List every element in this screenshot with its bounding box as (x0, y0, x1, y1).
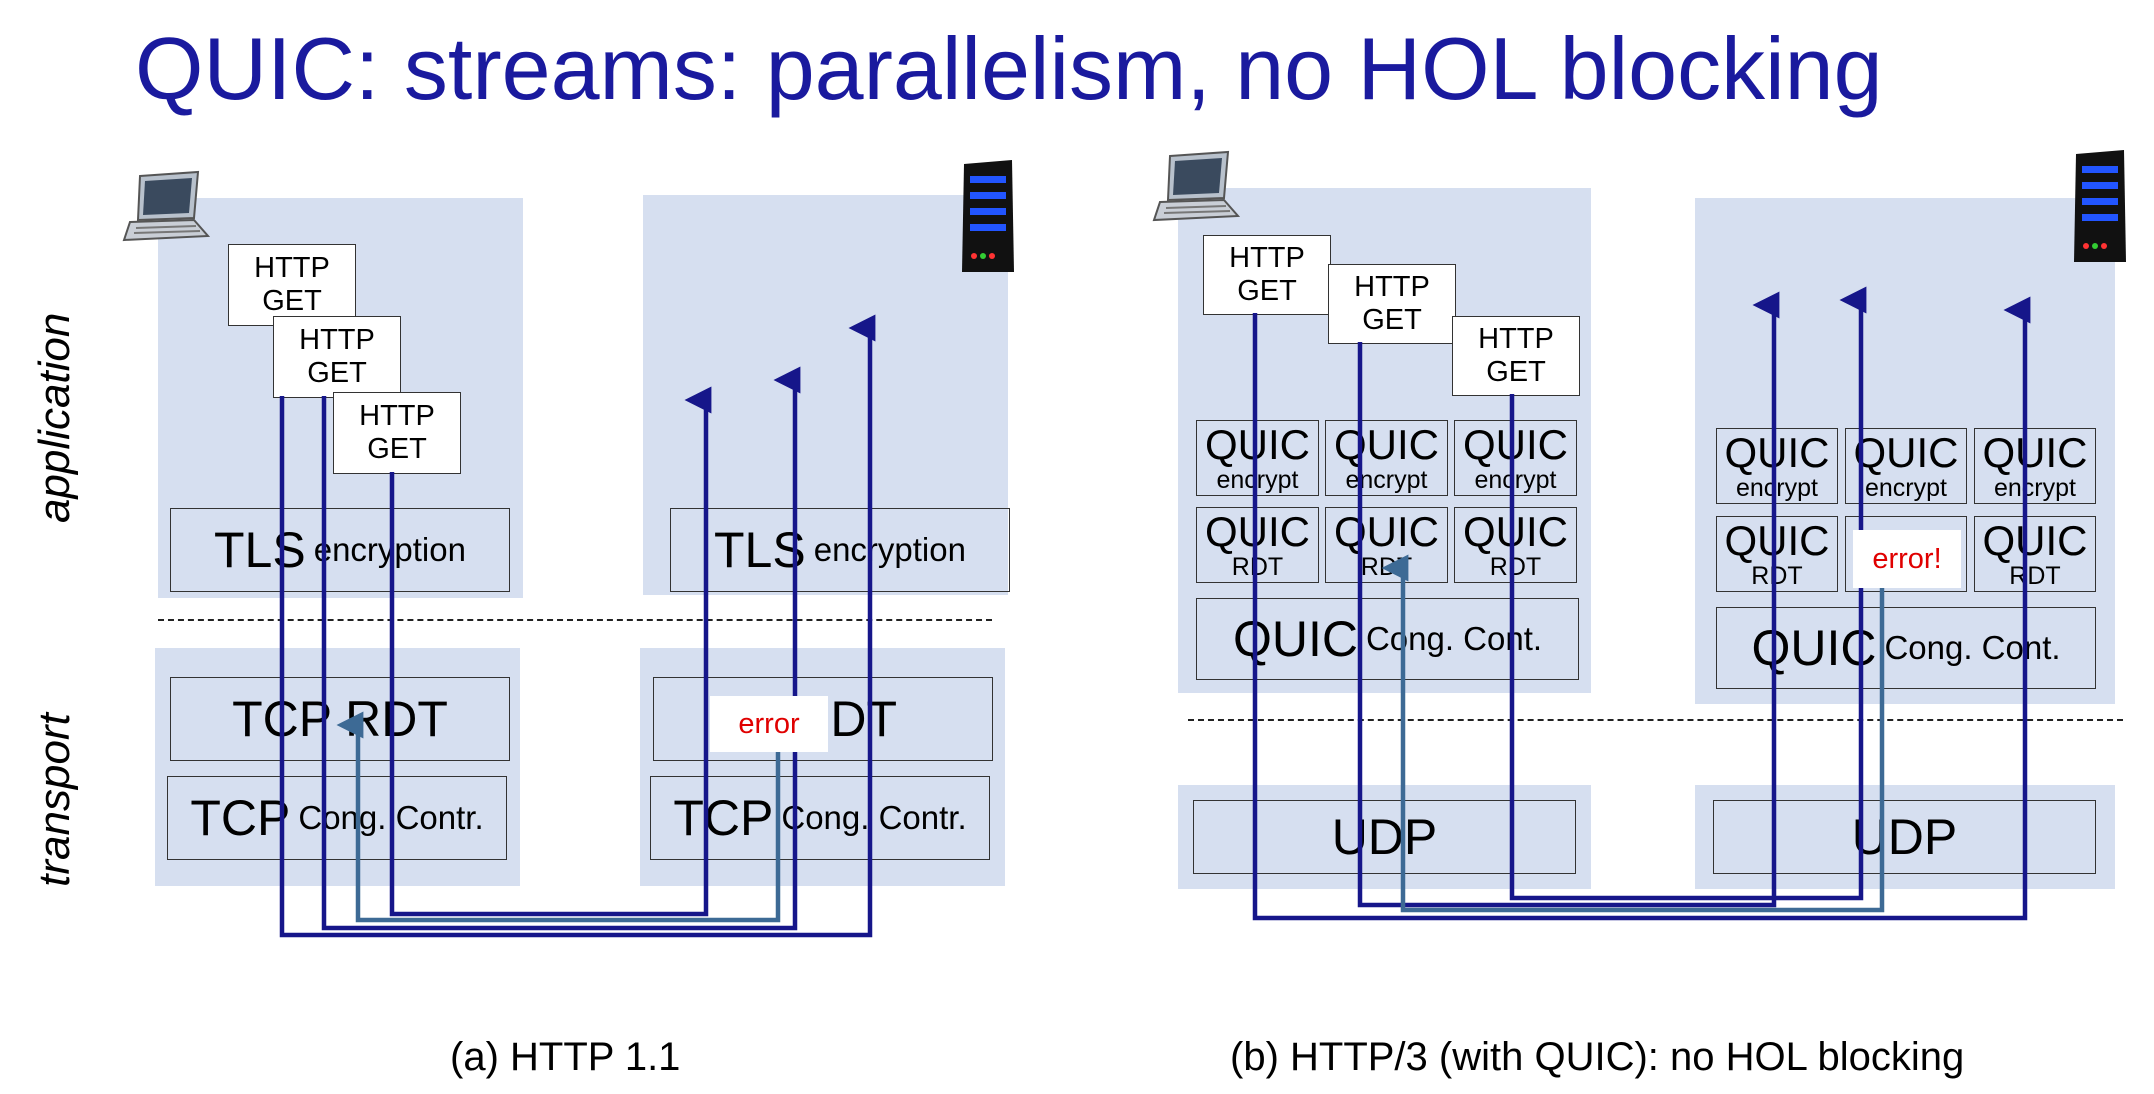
page-title: QUIC: streams: parallelism, no HOL block… (135, 19, 1883, 118)
right-stream-1 (1252, 296, 2031, 921)
left-stream-2 (321, 366, 801, 931)
right-layer-divider (1188, 719, 2123, 721)
laptop-icon (1152, 150, 1240, 222)
left-stream-3-error (336, 711, 781, 923)
right-server-quic-rdt-error-box (1845, 516, 1967, 592)
right-caption: (b) HTTP/3 (with QUIC): no HOL blocking (1230, 1035, 1965, 1079)
left-error-label: error (710, 696, 828, 752)
right-stream-2 (1357, 291, 1780, 908)
left-layer-divider (158, 619, 992, 621)
right-stream-4 (1509, 286, 1867, 901)
right-server-transport-panel (1695, 785, 2115, 889)
right-client-transport-panel (1178, 785, 1591, 889)
server-icon (962, 160, 1014, 272)
right-server-app-panel (1695, 198, 2115, 704)
left-stream-4 (389, 386, 712, 917)
laptop-icon (122, 170, 210, 242)
server-icon (2074, 150, 2126, 262)
right-server-udp-box: UDP (1713, 800, 2096, 874)
left-server-transport-panel (640, 648, 1005, 886)
right-error-label: error! (1853, 530, 1961, 588)
left-caption: (a) HTTP 1.1 (450, 1035, 681, 1079)
left-client-transport-panel (155, 648, 520, 886)
right-client-udp-box: UDP (1193, 800, 1576, 874)
right-stream-3-error (1381, 554, 1885, 913)
left-stream-1 (279, 314, 876, 938)
